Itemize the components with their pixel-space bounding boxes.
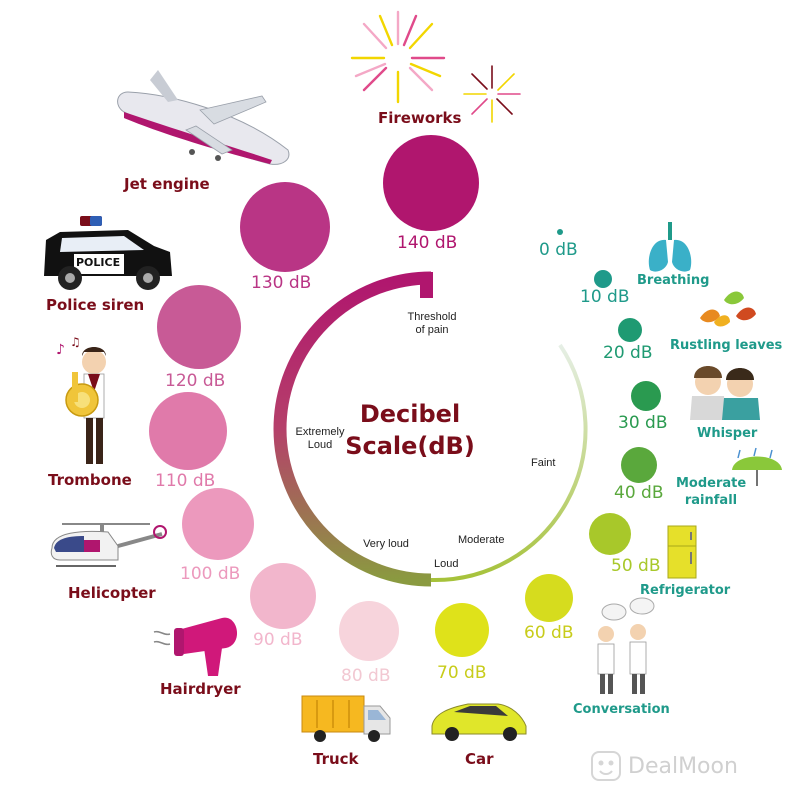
db-label-90: 90 dB <box>253 630 303 650</box>
level-circle-10 <box>594 270 612 288</box>
ring-label-loud: Loud <box>434 558 459 570</box>
source-whisper: Whisper <box>697 426 758 441</box>
level-circle-30 <box>631 381 661 411</box>
source-car: Car <box>465 750 494 768</box>
conversation-icon <box>597 597 655 694</box>
watermark-text: DealMoon <box>628 754 738 779</box>
level-circle-120 <box>157 285 241 369</box>
svg-text:♪: ♪ <box>56 342 65 358</box>
dealmoon-logo-icon <box>591 751 621 781</box>
whisper-people-icon <box>690 366 760 420</box>
db-label-100: 100 dB <box>180 564 241 584</box>
svg-text:♫: ♫ <box>70 335 81 349</box>
hairdryer-icon <box>153 617 238 676</box>
title-line-2: Scale(dB) <box>345 432 475 460</box>
rain-cloud-icon <box>732 447 782 486</box>
db-label-140: 140 dB <box>397 233 458 253</box>
police-car-text: POLICE <box>76 256 121 269</box>
level-circle-80 <box>339 601 399 661</box>
ring-label-very-loud: Very loud <box>363 538 409 550</box>
level-circle-90 <box>250 563 316 629</box>
db-label-0: 0 dB <box>539 240 578 260</box>
db-label-110: 110 dB <box>155 471 216 491</box>
level-circle-20 <box>618 318 642 342</box>
source-hairdryer: Hairdryer <box>160 680 241 698</box>
db-label-40: 40 dB <box>614 483 664 503</box>
level-circle-40 <box>621 447 657 483</box>
source-rustling-leaves: Rustling leaves <box>670 338 783 353</box>
db-label-50: 50 dB <box>611 556 661 576</box>
source-conversation: Conversation <box>573 702 670 717</box>
ring-left-arc <box>273 271 432 587</box>
db-label-10: 10 dB <box>580 287 630 307</box>
source-moderate-rainfall: Moderate rainfall <box>676 476 747 508</box>
helicopter-icon <box>50 523 167 567</box>
diagram-title: Decibel Scale(dB) <box>340 398 480 462</box>
ring-right-arc <box>430 343 588 583</box>
source-fireworks: Fireworks <box>378 109 462 127</box>
title-line-1: Decibel <box>359 400 461 428</box>
ring-label-extreme: Extremely Loud <box>295 426 345 451</box>
decibel-ring <box>273 271 588 587</box>
level-circles <box>149 135 661 661</box>
ring-label-threshold: Threshold of pain <box>407 311 457 336</box>
police-car-icon <box>44 216 172 290</box>
ring-label-faint: Faint <box>531 457 556 469</box>
db-label-80: 80 dB <box>341 666 391 686</box>
source-trombone: Trombone <box>48 471 132 489</box>
db-label-130: 130 dB <box>251 273 312 293</box>
source-refrigerator: Refrigerator <box>640 583 731 598</box>
level-circle-110 <box>149 392 227 470</box>
source-jet-engine: Jet engine <box>124 175 210 193</box>
db-label-20: 20 dB <box>603 343 653 363</box>
level-circle-50 <box>589 513 631 555</box>
source-truck: Truck <box>313 750 359 768</box>
trombone-player-icon: ♪ ♫ <box>56 335 106 464</box>
truck-icon <box>301 695 391 742</box>
leaves-icon <box>700 291 756 327</box>
source-helicopter: Helicopter <box>68 584 156 602</box>
car-icon <box>431 703 527 741</box>
refrigerator-icon <box>667 525 697 579</box>
db-label-60: 60 dB <box>524 623 574 643</box>
db-label-70: 70 dB <box>437 663 487 683</box>
source-police-siren: Police siren <box>46 296 145 314</box>
db-label-30: 30 dB <box>618 413 668 433</box>
db-label-120: 120 dB <box>165 371 226 391</box>
level-circle-130 <box>240 182 330 272</box>
airplane-icon <box>117 70 290 165</box>
level-circle-100 <box>182 488 254 560</box>
level-circle-60 <box>525 574 573 622</box>
ring-label-moderate: Moderate <box>458 534 505 546</box>
lungs-icon <box>648 222 692 272</box>
level-circle-70 <box>435 603 489 657</box>
fireworks-icon <box>350 10 521 123</box>
level-circle-140 <box>383 135 479 231</box>
level-circle-0 <box>557 229 563 235</box>
source-breathing: Breathing <box>637 273 710 288</box>
ring-start-cap <box>420 272 433 298</box>
